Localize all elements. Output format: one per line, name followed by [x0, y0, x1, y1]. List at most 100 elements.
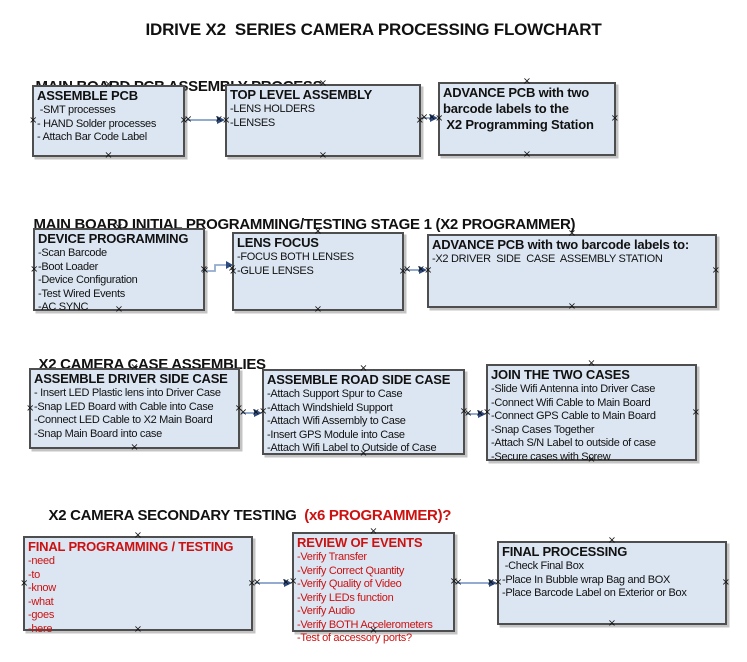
box-item: -Scan Barcode [38, 247, 107, 259]
box-item: -Attach Windshield Support [267, 401, 393, 414]
box-item: -Place Barcode Label on Exterior or Box [502, 587, 687, 599]
box-item: -SMT processes [37, 104, 116, 116]
page-title: IDRIVE X2 SERIES CAMERA PROCESSING FLOWC… [145, 20, 602, 39]
box-item: -know [28, 582, 56, 594]
arrow-head-icon [478, 410, 486, 418]
box-item: -Attach Wifi Assembly to Case [267, 415, 406, 427]
connection-handle-icon: × [691, 406, 700, 418]
box-final-programming-testing[interactable]: FINAL PROGRAMMING / TESTING -need -to -k… [20, 531, 256, 635]
section-heading-text: X2 CAMERA SECONDARY TESTING [48, 507, 305, 524]
box-title: FINAL PROGRAMMING / TESTING [28, 539, 234, 554]
arrow-head-icon [254, 409, 262, 417]
arrow-head-icon [217, 116, 225, 124]
box-title: X2 Programming Station [443, 117, 594, 132]
box-device-programming[interactable]: DEVICE PROGRAMMING -Scan Barcode -Boot L… [30, 223, 208, 315]
box-title: ASSEMBLE DRIVER SIDE CASE [34, 371, 228, 386]
connection-handle-icon: × [104, 150, 113, 161]
connection-handle-icon: × [522, 149, 532, 160]
arrow-head-icon [489, 579, 497, 587]
box-item: -Verify Audio [297, 605, 355, 617]
connector-arrow[interactable]: × × [420, 113, 438, 123]
box-join-the-two-cases[interactable]: JOIN THE TWO CASES -Slide Wifi Antenna i… [483, 359, 700, 465]
box-item: -Verify Correct Quantity [297, 564, 405, 577]
box-item: -Slide Wifi Antenna into Driver Case [491, 383, 656, 395]
box-item: -Secure cases with Screw [491, 450, 611, 463]
box-item: -Check Final Box [502, 560, 584, 572]
arrow-line [466, 413, 480, 415]
box-item: -here [28, 622, 53, 635]
box-item: -FOCUS BOTH LENSES [237, 251, 354, 263]
connector-arrow[interactable]: × × [184, 115, 225, 125]
box-item: -GLUE LENSES [237, 264, 314, 277]
box-top-level-assembly[interactable]: TOP LEVEL ASSEMBLY -LENS HOLDERS -LENSES… [222, 79, 424, 161]
box-item: -Boot Loader [38, 260, 98, 273]
connection-handle-icon: × [313, 304, 323, 315]
connection-handle-icon: × [711, 265, 720, 276]
arrow-line [241, 412, 256, 414]
connector-arrow[interactable]: × × [403, 265, 427, 275]
connection-handle-icon: × [721, 577, 730, 588]
box-item: -Attach Support Spur to Case [267, 388, 403, 400]
connector-arrow[interactable]: × × [454, 578, 497, 588]
connector-arrow[interactable]: × × [253, 578, 292, 588]
box-item: -Verify Transfer [297, 551, 367, 563]
box-item: -LENSES [230, 116, 275, 129]
box-advance-pcb-case-assembly[interactable]: ADVANCE PCB with two barcode labels to: … [424, 229, 720, 312]
box-item: -goes [28, 609, 55, 621]
arrow-line [255, 582, 286, 584]
box-title: TOP LEVEL ASSEMBLY [230, 87, 373, 102]
arrow-head-icon [430, 114, 438, 122]
box-item: -Connect LED Cable to X2 Main Board [34, 414, 213, 426]
box-item: -Place In Bubble wrap Bag and BOX [502, 573, 671, 586]
box-item: -Snap LED Board with Cable into Case [34, 400, 214, 413]
box-assemble-road-side-case[interactable]: ASSEMBLE ROAD SIDE CASE -Attach Support … [259, 364, 468, 459]
box-title: barcode labels to the [443, 101, 569, 116]
connection-handle-icon: × [607, 618, 617, 629]
box-item: -Insert GPS Module into Case [267, 428, 405, 441]
box-final-processing[interactable]: FINAL PROCESSING -Check Final Box -Place… [494, 536, 730, 629]
box-item: - Insert LED Plastic lens into Driver Ca… [34, 387, 221, 399]
box-item: -LENS HOLDERS [230, 103, 315, 115]
box-title: LENS FOCUS [237, 235, 319, 250]
box-assemble-driver-side-case[interactable]: ASSEMBLE DRIVER SIDE CASE - Insert LED P… [26, 363, 243, 453]
box-item: -Snap Cases Together [491, 423, 595, 436]
box-item: -Attach S/N Label to outside of case [491, 437, 656, 449]
box-item: -Test of accessory ports? [297, 632, 412, 644]
box-item: -Test Wired Events [38, 287, 125, 300]
box-item: -what [28, 595, 54, 608]
box-item: -need [28, 555, 55, 567]
connection-handle-icon: × [567, 301, 577, 312]
box-item: -Snap Main Board into case [34, 427, 162, 440]
box-item: - Attach Bar Code Label [37, 131, 147, 143]
box-advance-pcb-programming-station[interactable]: ADVANCE PCB with two barcode labels to t… [435, 77, 619, 160]
connector-elbow-arrow[interactable] [203, 257, 237, 277]
connection-handle-icon: × [318, 150, 328, 161]
arrow-head-icon [419, 266, 427, 274]
box-title: ASSEMBLE ROAD SIDE CASE [267, 372, 451, 387]
connector-arrow[interactable]: × × [464, 409, 486, 419]
box-title: REVIEW OF EVENTS [297, 535, 423, 550]
box-title: FINAL PROCESSING [502, 544, 628, 559]
box-title: ADVANCE PCB with two barcode labels to: [432, 237, 690, 252]
connection-handle-icon: × [130, 442, 139, 453]
connection-handle-icon: × [610, 113, 619, 124]
box-title: JOIN THE TWO CASES [491, 367, 630, 382]
box-review-of-events[interactable]: REVIEW OF EVENTS -Verify Transfer -Verif… [289, 527, 458, 645]
box-item: - HAND Solder processes [37, 117, 157, 130]
section-heading-secondary-testing: X2 CAMERA SECONDARY TESTING (x6 PROGRAMM… [33, 490, 451, 541]
box-item: -Verify Quality of Video [297, 578, 402, 590]
box-assemble-pcb[interactable]: ASSEMBLE PCB -SMT processes - HAND Solde… [29, 80, 188, 161]
box-item: -Verify LEDs function [297, 591, 394, 604]
box-item: -Verify BOTH Accelerometers [297, 618, 433, 631]
box-title: ASSEMBLE PCB [37, 88, 138, 103]
arrow-line [422, 117, 432, 119]
box-item: -Attach Wifi Label to Outside of Case [267, 442, 437, 454]
box-title: ADVANCE PCB with two [443, 85, 589, 100]
box-item: -Device Configuration [38, 274, 138, 286]
connector-arrow[interactable]: × × [239, 408, 262, 418]
arrow-line [456, 582, 491, 584]
arrow-head-icon [284, 579, 292, 587]
box-title: DEVICE PROGRAMMING [38, 231, 189, 246]
box-lens-focus[interactable]: LENS FOCUS -FOCUS BOTH LENSES -GLUE LENS… [229, 227, 407, 315]
